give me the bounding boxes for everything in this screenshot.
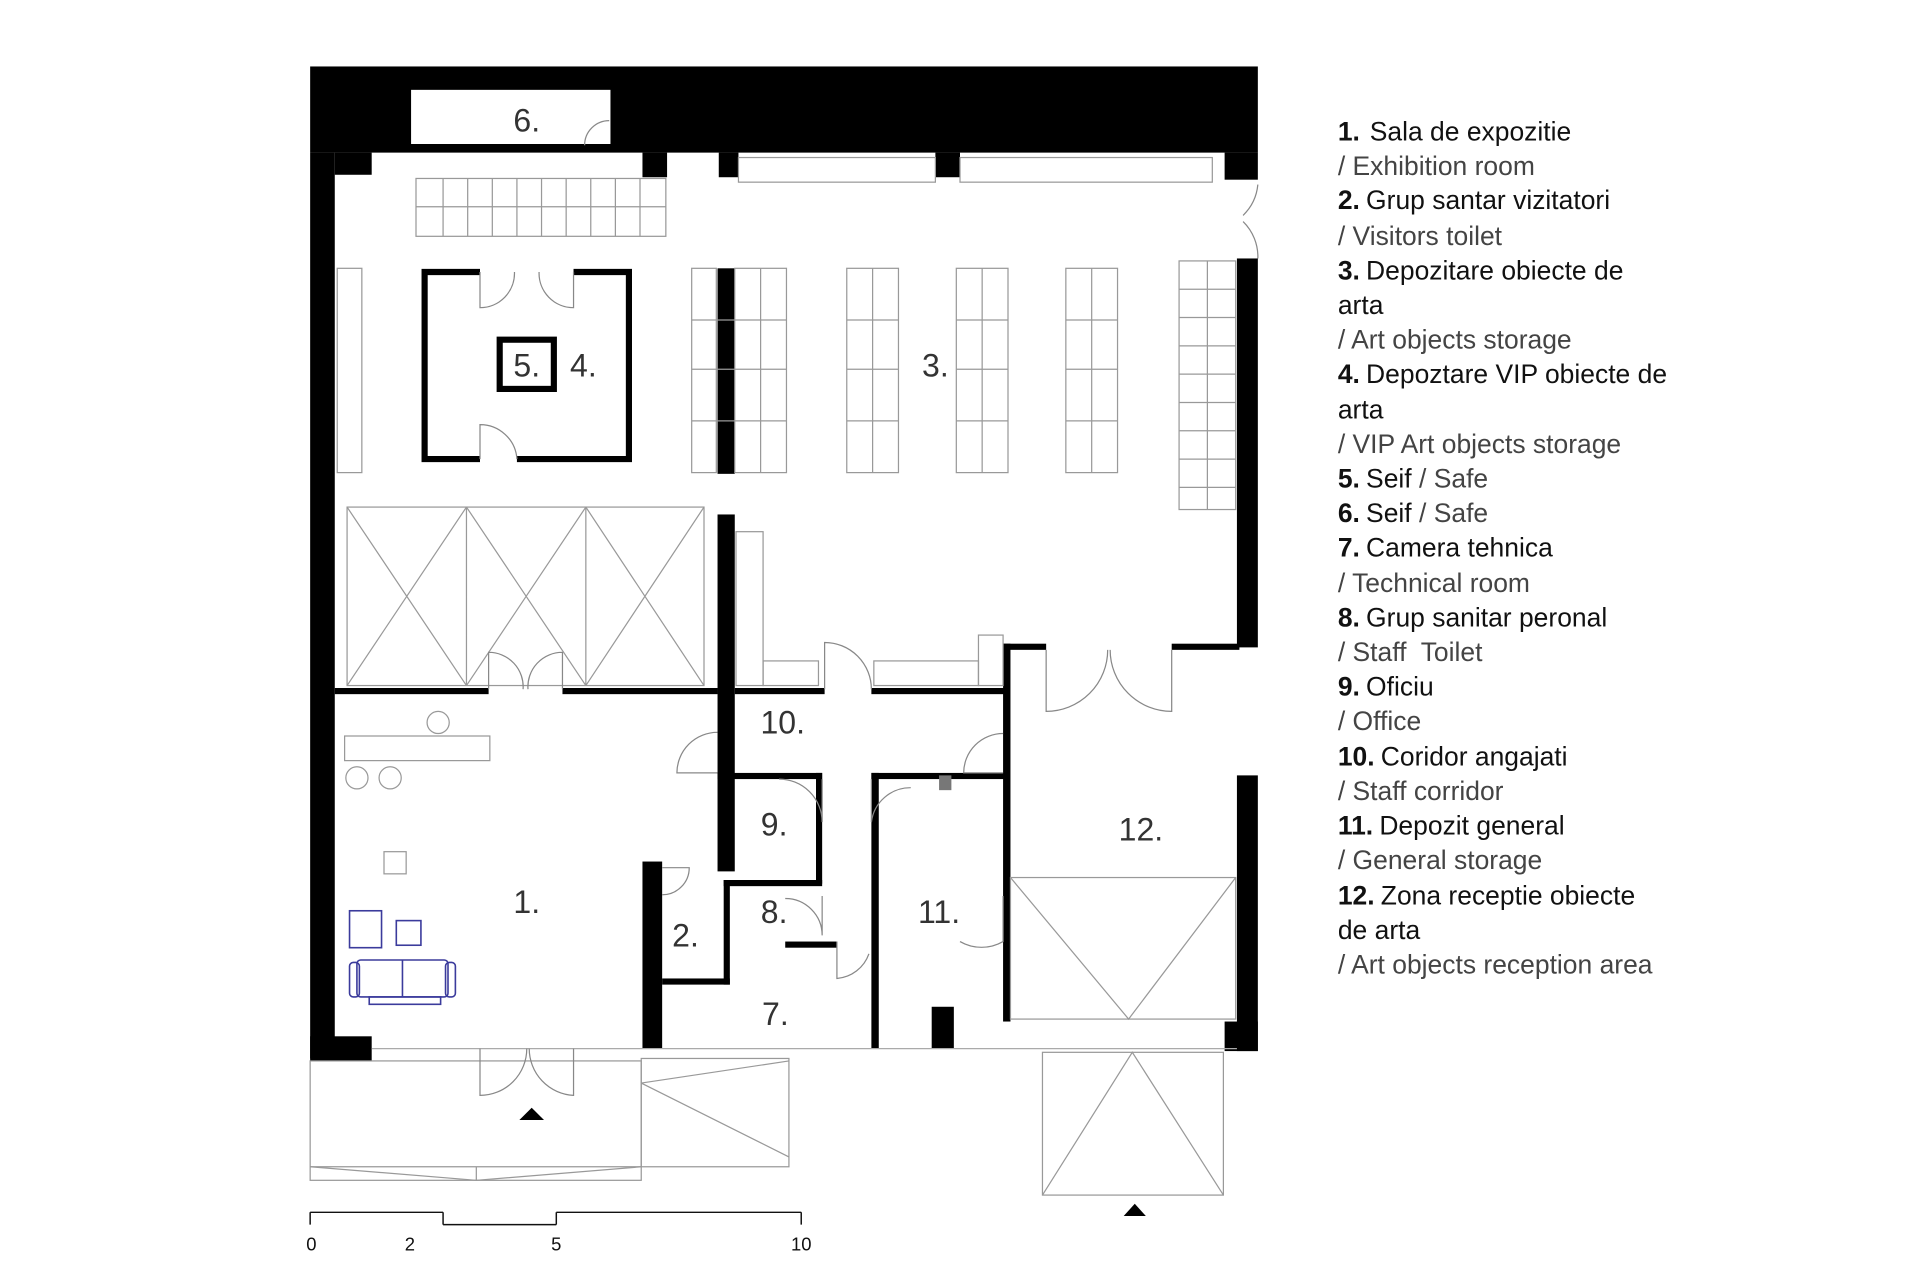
scale-tick-2: 2 — [405, 1233, 415, 1254]
legend-item-12: 12.Zona receptie obiecte — [1338, 881, 1635, 911]
legend-item-9: 9.Oficiu — [1338, 671, 1434, 701]
legend-item-12-cont: de arta — [1338, 915, 1421, 945]
scale-tick-5: 5 — [551, 1233, 561, 1254]
room-label-4: 4. — [570, 348, 597, 384]
legend-item-1-en: / Exhibition room — [1338, 151, 1535, 181]
legend-item-8-en: / Staff Toilet — [1338, 637, 1483, 667]
furniture — [348, 909, 457, 1006]
legend-item-11-en: / General storage — [1338, 845, 1542, 875]
scale-bar: 0 2 5 10 — [306, 1211, 812, 1254]
room-label-8: 8. — [761, 894, 788, 930]
legend-item-10: 10.Coridor angajati — [1338, 742, 1568, 772]
room-label-1: 1. — [513, 884, 540, 920]
legend-item-3-en: / Art objects storage — [1338, 324, 1572, 354]
legend-item-1: 1.Sala de expozitie — [1338, 116, 1571, 146]
legend-item-3: 3.Depozitare obiecte de — [1338, 255, 1624, 285]
room-label-10: 10. — [761, 705, 805, 741]
legend-item-9-en: / Office — [1338, 706, 1421, 736]
room-label-2: 2. — [672, 917, 699, 953]
room-label-7: 7. — [762, 996, 789, 1032]
walls — [310, 66, 1258, 1061]
room-label-5: 5. — [513, 348, 540, 384]
doors — [479, 120, 1259, 1097]
room-label-6: 6. — [513, 103, 540, 139]
legend-item-12-en: / Art objects reception area — [1338, 950, 1653, 980]
scale-tick-0: 0 — [306, 1233, 316, 1254]
legend-item-5: 5.Seif/ Safe — [1338, 463, 1488, 493]
legend-item-3-cont: arta — [1338, 290, 1384, 320]
entrance-arrow-icon — [519, 1107, 544, 1120]
legend-item-7-en: / Technical room — [1338, 568, 1530, 598]
legend-item-4-en: / VIP Art objects storage — [1338, 429, 1621, 459]
legend-item-6: 6.Seif/ Safe — [1338, 498, 1488, 528]
room-label-12: 12. — [1119, 812, 1163, 848]
thin-lines — [309, 156, 1237, 1196]
delivery-entrance-arrow-icon — [1123, 1203, 1146, 1216]
room-labels: 1. 2. 3. 4. 5. 6. 7. 8. 9. 10. 11. 12. — [513, 103, 1163, 1033]
legend-item-4: 4.Depoztare VIP obiecte de — [1338, 359, 1667, 389]
legend-item-2: 2.Grup santar vizitatori — [1338, 185, 1610, 215]
legend-item-4-cont: arta — [1338, 394, 1384, 424]
scale-tick-10: 10 — [791, 1233, 812, 1254]
legend-item-11: 11.Depozit general — [1338, 810, 1565, 840]
room-label-11: 11. — [918, 894, 960, 930]
legend-item-8: 8.Grup sanitar peronal — [1338, 602, 1607, 632]
legend-item-2-en: / Visitors toilet — [1338, 221, 1503, 251]
legend-item-10-en: / Staff corridor — [1338, 776, 1504, 806]
legend-item-7: 7.Camera tehnica — [1338, 532, 1553, 562]
room-label-9: 9. — [761, 807, 788, 843]
room-label-3: 3. — [922, 348, 949, 384]
legend: 1.Sala de expozitie / Exhibition room 2.… — [1338, 116, 1667, 979]
